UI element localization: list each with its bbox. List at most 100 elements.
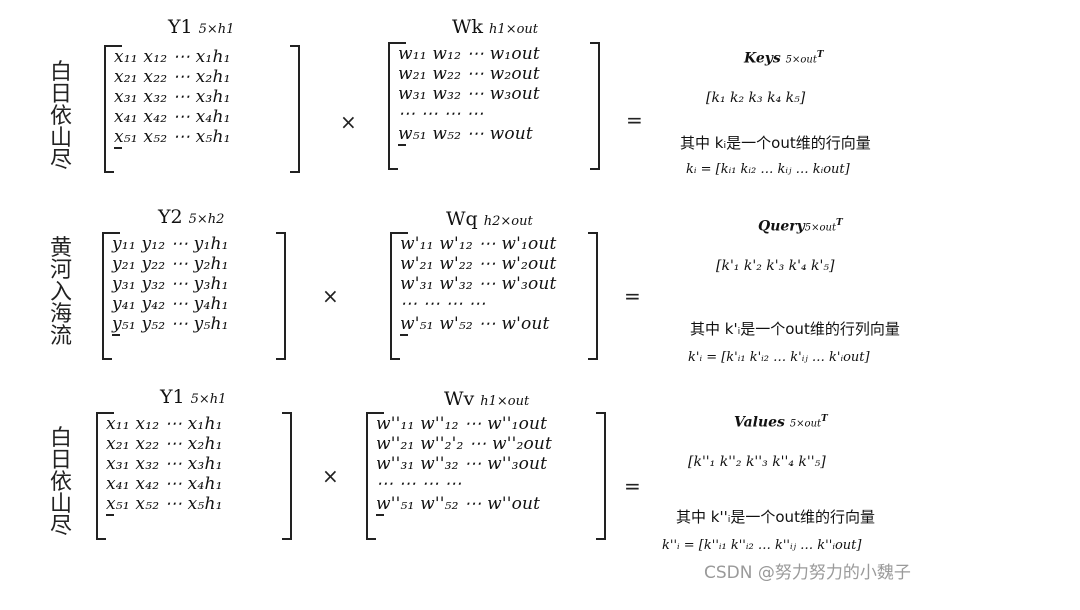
result-dim: 5×out <box>789 418 822 430</box>
watermark: CSDN @努力努力的小魏子 <box>704 563 911 583</box>
side-char: 日 <box>49 448 72 473</box>
matrix-row: y₅₁ y₅₂ ⋯ y₅h₁ <box>112 314 229 334</box>
weight-matrix-title: Wv h1×out <box>444 388 529 410</box>
matrix-name: Wq <box>446 208 478 230</box>
matrix-name: Wv <box>444 388 475 410</box>
matrix-dim: h1×out <box>489 22 539 37</box>
weight-matrix-title: Wk h1×out <box>452 16 538 38</box>
matrix-row: y₂₁ y₂₂ ⋯ y₂h₁ <box>112 254 229 274</box>
matrix-row: w''₃₁ w''₃₂ ⋯ w''₃out <box>376 454 548 474</box>
matrix-row: x₄₁ x₄₂ ⋯ x₄h₁ <box>106 474 223 494</box>
matrix-row: x₃₁ x₃₂ ⋯ x₃h₁ <box>106 454 223 474</box>
result-title: Query5×outT <box>758 218 843 235</box>
matrix-row: ⋯ ⋯ ⋯ ⋯ <box>398 104 484 124</box>
matrix-row: w₅₁ w₅₂ ⋯ wout <box>398 124 533 144</box>
side-char: 海 <box>49 302 72 327</box>
matrix-dim: 5×h2 <box>188 212 225 227</box>
matrix-row: x₅₁ x₅₂ ⋯ x₅h₁ <box>114 127 231 147</box>
input-matrix-title: Y2 5×h2 <box>158 206 224 228</box>
result-vector: [k₁ k₂ k₃ k₄ k₅] <box>706 90 806 106</box>
input-matrix: x₁₁ x₁₂ ⋯ x₁h₁ x₂₁ x₂₂ ⋯ x₂h₁ x₃₁ x₃₂ ⋯ … <box>104 45 300 173</box>
matrix-row: ⋯ ⋯ ⋯ ⋯ <box>376 474 462 494</box>
matrix-row: x₂₁ x₂₂ ⋯ x₂h₁ <box>106 434 223 454</box>
matrix-row: w''₅₁ w''₅₂ ⋯ w''out <box>376 494 541 514</box>
input-matrix: x₁₁ x₁₂ ⋯ x₁h₁ x₂₁ x₂₂ ⋯ x₂h₁ x₃₁ x₃₂ ⋯ … <box>96 412 292 540</box>
result-note: 其中 k''ᵢ是一个out维的行向量 <box>676 508 875 526</box>
matrix-row: w₁₁ w₁₂ ⋯ w₁out <box>398 44 540 64</box>
matrix-row: y₃₁ y₃₂ ⋯ y₃h₁ <box>112 274 229 294</box>
matrix-dim: h1×out <box>480 394 530 409</box>
matrix-row: w'₅₁ w'₅₂ ⋯ w'out <box>400 314 550 334</box>
matrix-row: w'₂₁ w'₂₂ ⋯ w'₂out <box>400 254 557 274</box>
matrix-name: Y1 <box>168 16 193 38</box>
matrix-name: Wk <box>452 16 484 38</box>
input-matrix-title: Y1 5×h1 <box>168 16 234 38</box>
result-definition: kᵢ = [kᵢ₁ kᵢ₂ … kᵢⱼ … kᵢout] <box>686 162 850 177</box>
equals-operator: = <box>624 284 641 308</box>
result-name: Query <box>758 218 805 235</box>
result-note: 其中 kᵢ是一个out维的行向量 <box>680 134 871 152</box>
matrix-row: w₂₁ w₂₂ ⋯ w₂out <box>398 64 540 84</box>
matrix-row: x₃₁ x₃₂ ⋯ x₃h₁ <box>114 87 231 107</box>
side-label-row2: 黄 河 入 海 流 <box>48 238 74 348</box>
side-char: 山 <box>49 492 72 517</box>
result-title: Keys 5×outT <box>744 50 824 67</box>
matrix-row: x₁₁ x₁₂ ⋯ x₁h₁ <box>114 47 231 67</box>
equals-operator: = <box>624 474 641 498</box>
side-char: 白 <box>49 60 72 85</box>
side-char: 白 <box>49 426 72 451</box>
matrix-dim: 5×h1 <box>190 392 227 407</box>
side-char: 黄 <box>49 236 72 261</box>
input-matrix-title: Y1 5×h1 <box>160 386 226 408</box>
result-vector: [k'₁ k'₂ k'₃ k'₄ k'₅] <box>716 258 835 274</box>
matrix-row: w₃₁ w₃₂ ⋯ w₃out <box>398 84 540 104</box>
side-char: 尽 <box>49 514 72 539</box>
result-vector: [k''₁ k''₂ k''₃ k''₄ k''₅] <box>688 454 826 470</box>
matrix-row: x₂₁ x₂₂ ⋯ x₂h₁ <box>114 67 231 87</box>
side-char: 入 <box>49 280 72 305</box>
transpose-mark: T <box>816 50 824 60</box>
matrix-name: Y1 <box>160 386 185 408</box>
weight-matrix-title: Wq h2×out <box>446 208 533 230</box>
result-dim: 5×out <box>785 54 817 66</box>
matrix-row: x₄₁ x₄₂ ⋯ x₄h₁ <box>114 107 231 127</box>
matrix-row: w''₂₁ w''₂'₂ ⋯ w''₂out <box>376 434 553 454</box>
matrix-dim: h2×out <box>483 214 533 229</box>
side-label-row3: 白 日 依 山 尽 <box>48 428 74 538</box>
matrix-row: y₁₁ y₁₂ ⋯ y₁h₁ <box>112 234 229 254</box>
result-definition: k'ᵢ = [k'ᵢ₁ k'ᵢ₂ … k'ᵢⱼ … k'ᵢout] <box>688 350 870 365</box>
side-char: 依 <box>49 104 72 129</box>
matrix-row: x₅₁ x₅₂ ⋯ x₅h₁ <box>106 494 223 514</box>
result-note: 其中 k'ᵢ是一个out维的行列向量 <box>690 320 900 338</box>
input-matrix: y₁₁ y₁₂ ⋯ y₁h₁ y₂₁ y₂₂ ⋯ y₂h₁ y₃₁ y₃₂ ⋯ … <box>102 232 286 360</box>
matrix-row: w''₁₁ w''₁₂ ⋯ w''₁out <box>376 414 548 434</box>
side-char: 河 <box>49 258 72 283</box>
times-operator: × <box>340 110 357 134</box>
result-dim: 5×out <box>804 222 837 234</box>
matrix-row: ⋯ ⋯ ⋯ ⋯ <box>400 294 486 314</box>
times-operator: × <box>322 464 339 488</box>
matrix-row: w'₁₁ w'₁₂ ⋯ w'₁out <box>400 234 557 254</box>
matrix-row: w'₃₁ w'₃₂ ⋯ w'₃out <box>400 274 557 294</box>
matrix-dim: 5×h1 <box>198 22 235 37</box>
side-char: 日 <box>49 82 72 107</box>
side-char: 山 <box>49 126 72 151</box>
matrix-name: Y2 <box>158 206 183 228</box>
matrix-row: x₁₁ x₁₂ ⋯ x₁h₁ <box>106 414 223 434</box>
weight-matrix: w'₁₁ w'₁₂ ⋯ w'₁out w'₂₁ w'₂₂ ⋯ w'₂out w'… <box>390 232 598 360</box>
side-char: 尽 <box>49 148 72 173</box>
weight-matrix: w''₁₁ w''₁₂ ⋯ w''₁out w''₂₁ w''₂'₂ ⋯ w''… <box>366 412 606 540</box>
transpose-mark: T <box>821 414 828 424</box>
matrix-row: y₄₁ y₄₂ ⋯ y₄h₁ <box>112 294 229 314</box>
side-char: 流 <box>49 324 72 349</box>
side-char: 依 <box>49 470 72 495</box>
transpose-mark: T <box>836 218 843 228</box>
result-name: Values <box>734 414 785 431</box>
times-operator: × <box>322 284 339 308</box>
side-label-row1: 白 日 依 山 尽 <box>48 62 74 172</box>
weight-matrix: w₁₁ w₁₂ ⋯ w₁out w₂₁ w₂₂ ⋯ w₂out w₃₁ w₃₂ … <box>388 42 600 170</box>
result-definition: k''ᵢ = [k''ᵢ₁ k''ᵢ₂ … k''ᵢⱼ … k''ᵢout] <box>662 538 862 553</box>
result-name: Keys <box>744 50 781 67</box>
equals-operator: = <box>626 108 643 132</box>
result-title: Values 5×outT <box>734 414 828 431</box>
